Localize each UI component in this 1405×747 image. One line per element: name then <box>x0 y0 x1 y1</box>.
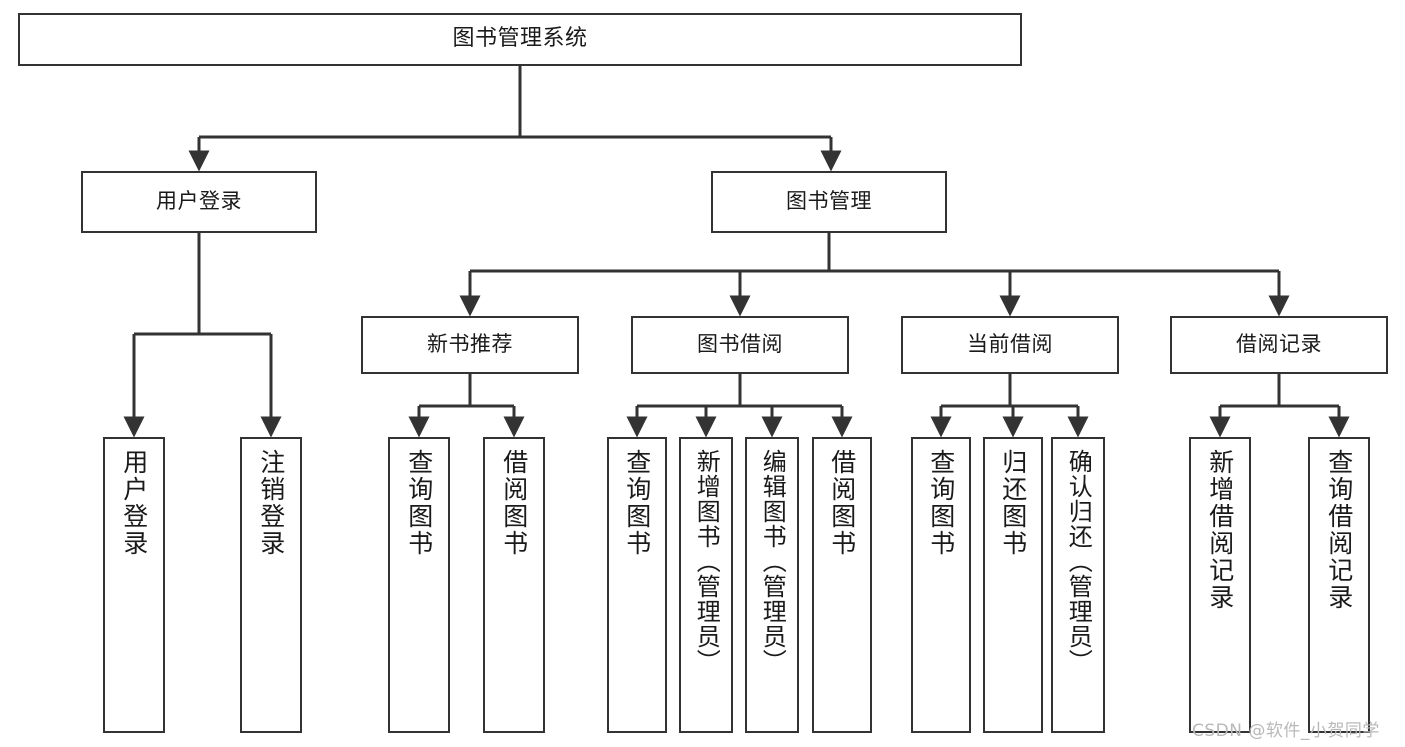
node-borrow-record[interactable]: 借阅记录 <box>1170 316 1388 374</box>
node-leaf-edit-book[interactable]: 编辑图书（管理员） <box>745 437 799 733</box>
node-leaf-borrow-book-1-label: 借阅图书 <box>499 449 529 557</box>
node-book-borrow-label: 图书借阅 <box>697 332 783 357</box>
node-leaf-user-login-label: 用户登录 <box>119 449 149 557</box>
node-borrow-record-label: 借阅记录 <box>1236 332 1322 357</box>
node-leaf-query-book-2[interactable]: 查询图书 <box>607 437 667 733</box>
node-leaf-return-book[interactable]: 归还图书 <box>983 437 1043 733</box>
node-user-login[interactable]: 用户登录 <box>81 171 317 233</box>
node-leaf-query-book-3[interactable]: 查询图书 <box>911 437 971 733</box>
node-leaf-user-logout-label: 注销登录 <box>256 449 286 557</box>
node-book-manage[interactable]: 图书管理 <box>711 171 947 233</box>
node-leaf-query-book-1[interactable]: 查询图书 <box>388 437 450 733</box>
node-leaf-query-book-1-label: 查询图书 <box>404 449 434 557</box>
node-leaf-borrow-book-2[interactable]: 借阅图书 <box>812 437 872 733</box>
node-leaf-add-book[interactable]: 新增图书（管理员） <box>679 437 733 733</box>
node-leaf-query-book-3-label: 查询图书 <box>926 449 956 557</box>
node-leaf-query-book-2-label: 查询图书 <box>622 449 652 557</box>
node-leaf-user-login[interactable]: 用户登录 <box>103 437 165 733</box>
node-leaf-query-record[interactable]: 查询借阅记录 <box>1308 437 1370 733</box>
node-leaf-edit-book-label: 编辑图书（管理员） <box>758 449 787 674</box>
node-leaf-user-logout[interactable]: 注销登录 <box>240 437 302 733</box>
node-current-borrow[interactable]: 当前借阅 <box>901 316 1119 374</box>
node-leaf-return-book-label: 归还图书 <box>998 449 1028 557</box>
node-new-book-rec[interactable]: 新书推荐 <box>361 316 579 374</box>
node-leaf-borrow-book-1[interactable]: 借阅图书 <box>483 437 545 733</box>
node-current-borrow-label: 当前借阅 <box>967 332 1053 357</box>
node-leaf-add-book-label: 新增图书（管理员） <box>692 449 721 674</box>
node-root[interactable]: 图书管理系统 <box>18 13 1022 66</box>
node-leaf-borrow-book-2-label: 借阅图书 <box>827 449 857 557</box>
node-leaf-add-record[interactable]: 新增借阅记录 <box>1189 437 1251 733</box>
csdn-watermark: CSDN @软件_小贺同学 <box>1192 721 1380 741</box>
node-user-login-label: 用户登录 <box>156 189 242 214</box>
node-book-manage-label: 图书管理 <box>786 189 872 214</box>
node-new-book-rec-label: 新书推荐 <box>427 332 513 357</box>
node-leaf-query-record-label: 查询借阅记录 <box>1324 449 1354 611</box>
node-leaf-confirm-return-label: 确认归还（管理员） <box>1064 449 1093 674</box>
node-root-label: 图书管理系统 <box>452 26 588 52</box>
node-leaf-add-record-label: 新增借阅记录 <box>1205 449 1235 611</box>
node-leaf-confirm-return[interactable]: 确认归还（管理员） <box>1051 437 1105 733</box>
node-book-borrow[interactable]: 图书借阅 <box>631 316 849 374</box>
